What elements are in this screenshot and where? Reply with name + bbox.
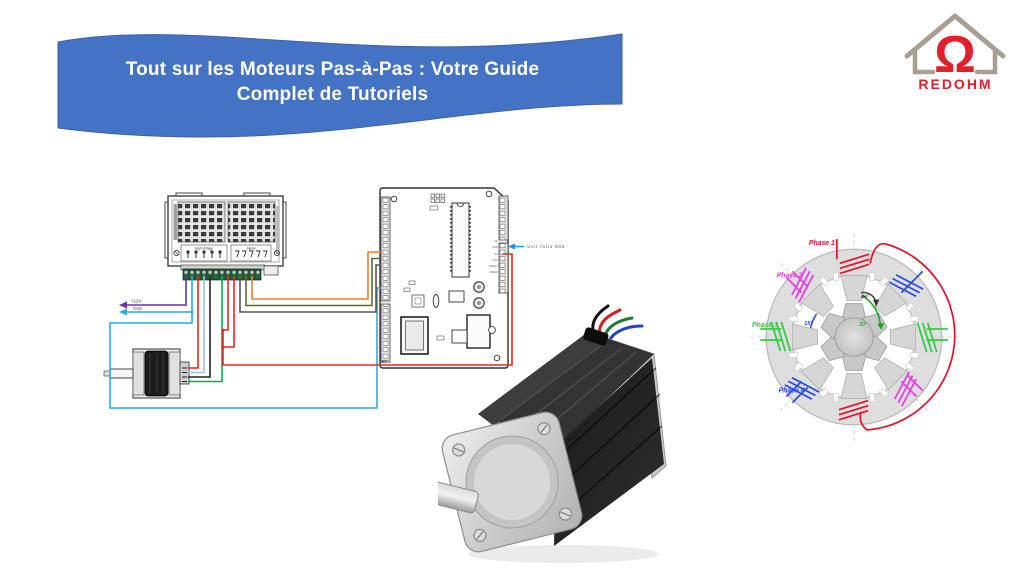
stepper-motor-symbol	[103, 348, 190, 399]
label-5v: +5V	[379, 359, 387, 364]
svg-text:5V: 5V	[495, 252, 499, 256]
motor-flange	[441, 411, 583, 553]
wire-enable1	[223, 276, 229, 331]
wire-coil-red	[188, 276, 199, 369]
driver-group-label: High Voltage	[195, 247, 213, 251]
arduino-digital-header	[380, 196, 391, 302]
brand-name: REDOHM	[918, 76, 993, 92]
schematic-labels: +12V GND +5V Voir folio 002	[131, 243, 565, 364]
svg-text:RESET: RESET	[489, 264, 499, 268]
phase-diagram: 15° 45° 30° Phase 1 Phase 2 Phase 3 Phas…	[750, 233, 958, 441]
wire-5v	[222, 253, 513, 366]
folio-arrow-icon	[508, 243, 515, 250]
driver-board: High Voltage Signal	[164, 192, 287, 281]
driver-signal-group: Signal	[230, 244, 272, 262]
page-title-line2: Complet de Tutoriels	[236, 84, 429, 105]
driver-heatsink-right	[227, 201, 276, 243]
omega-glyph: Ω	[934, 26, 976, 78]
arduino-digital-header-low	[380, 303, 391, 363]
driver-high-voltage-group: High Voltage	[180, 244, 228, 262]
angle-label: 30°	[859, 322, 868, 328]
arduino-analog-header	[498, 195, 509, 241]
small-dip-chip	[448, 290, 465, 303]
wire-coil-green	[188, 276, 223, 383]
phase1-arc	[859, 242, 956, 431]
phase1-label: Phase 1	[809, 240, 835, 247]
wire-12v	[126, 276, 187, 306]
angle-annotations: 15° 45° 30°	[804, 291, 885, 330]
redohm-logo: Ω	[904, 13, 1006, 78]
wire-gnd-loop	[109, 276, 381, 409]
usb-interface-chip	[451, 329, 468, 344]
phase3-label: Phase 3	[752, 322, 778, 329]
phase4-label: Phase 4	[779, 388, 805, 395]
wires	[109, 251, 513, 409]
wire-enable2	[223, 276, 235, 348]
wire-coil-black	[188, 276, 211, 378]
stepper-motor-photo	[438, 304, 667, 563]
mcu-chip	[450, 202, 471, 278]
page-title: Tout sur les Moteurs Pas-à-Pas : Votre G…	[60, 57, 605, 107]
arduino-pin-labels: Vin GND 5V 3.3V RESET IOREF	[489, 239, 499, 274]
label-gnd: GND	[133, 306, 142, 311]
banner-wave-shape	[57, 33, 623, 138]
driver-group-label: Signal	[247, 247, 256, 251]
motor-shaft-photo	[438, 478, 479, 514]
angle-label: 45°	[860, 295, 870, 301]
arduino-power-header	[498, 242, 509, 294]
arduino-board: Vin GND 5V 3.3V RESET IOREF	[379, 187, 509, 369]
label-folio: Voir folio 002	[527, 244, 565, 249]
wire-coil-lightblue	[188, 276, 205, 374]
svg-text:IOREF: IOREF	[489, 270, 498, 274]
cable-clamp	[583, 327, 609, 346]
wire-signal-gray	[239, 264, 381, 313]
phase-labels: Phase 1 Phase 2 Phase 3 Phase 4	[752, 240, 835, 394]
svg-text:GND: GND	[492, 245, 498, 249]
crystal	[432, 294, 440, 308]
phase-leads	[760, 239, 956, 431]
label-12v: +12V	[131, 299, 141, 304]
svg-text:Vin: Vin	[494, 239, 498, 243]
house-omega-icon: Ω	[904, 13, 1006, 78]
driver-heatsink-left	[177, 201, 226, 243]
icsp-header	[430, 193, 445, 203]
svg-text:3.3V: 3.3V	[492, 258, 498, 262]
wire-signal-olive	[245, 257, 381, 307]
phase2-label: Phase 2	[777, 272, 803, 279]
wiring-diagram: High Voltage Signal	[103, 187, 565, 409]
angle-label: 15°	[804, 321, 813, 327]
wire-signal-orange	[251, 251, 381, 300]
motor-shaft	[109, 368, 134, 379]
title-banner	[57, 33, 623, 138]
flange-screws	[452, 422, 572, 542]
page-title-line1: Tout sur les Moteurs Pas-à-Pas : Votre G…	[125, 59, 540, 80]
rotor	[818, 303, 890, 371]
